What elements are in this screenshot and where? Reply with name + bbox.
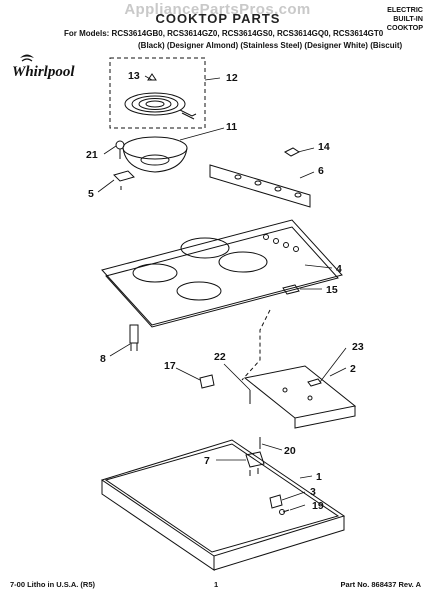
element-group-box — [109, 57, 206, 129]
footer-part-number: Part No. 868437 Rev. A — [340, 580, 421, 589]
callout-7: 7 — [204, 455, 210, 467]
callout-12: 12 — [226, 72, 238, 84]
brand-wordmark: Whirlpool — [12, 64, 75, 80]
watermark: AppliancePartsPros.com — [124, 1, 311, 18]
models-line: For Models: RCS3614GB0, RCS3614GZ0, RCS3… — [64, 29, 384, 38]
element-clip — [147, 73, 157, 81]
callout-11: 11 — [226, 121, 237, 133]
callout-15: 15 — [326, 284, 338, 296]
bracket-2 — [243, 365, 357, 429]
control-panel — [209, 164, 311, 208]
callout-14: 14 — [318, 141, 330, 153]
page-title: COOKTOP PARTS — [155, 11, 281, 26]
category-built-in: BUILT-IN — [393, 14, 423, 23]
clip-17 — [199, 374, 215, 389]
control-knob — [284, 147, 300, 157]
bracket-15 — [282, 284, 300, 295]
footer-page-number: 1 — [214, 580, 219, 589]
surface-element — [124, 92, 197, 120]
category-electric: ELECTRIC — [387, 5, 423, 14]
category-cooktop: COOKTOP — [386, 23, 423, 32]
terminal-block — [245, 451, 265, 476]
callout-23: 23 — [352, 341, 364, 353]
callout-1: 1 — [316, 471, 322, 483]
wire-path — [241, 309, 271, 381]
bracket-3 — [269, 494, 283, 509]
leveling-leg — [129, 324, 139, 351]
drip-bowl — [122, 136, 188, 173]
callout-8: 8 — [100, 353, 106, 365]
callout-21: 21 — [86, 149, 98, 161]
callout-5: 5 — [88, 188, 94, 200]
callout-6: 6 — [318, 165, 324, 177]
callout-20: 20 — [284, 445, 296, 457]
callout-3: 3 — [310, 486, 316, 498]
models-colors: (Black) (Designer Almond) (Stainless Ste… — [138, 41, 403, 50]
callout-17: 17 — [164, 360, 176, 372]
leader-lines — [97, 75, 347, 511]
cooktop-top — [101, 219, 343, 328]
callout-4: 4 — [336, 263, 342, 275]
receptacle-block — [113, 170, 135, 182]
connector-23 — [307, 378, 322, 387]
whirlpool-logo: Whirlpool — [12, 54, 75, 80]
screw-21 — [115, 140, 125, 159]
callout-13: 13 — [128, 70, 140, 82]
base-pan — [100, 439, 346, 571]
callout-2: 2 — [350, 363, 356, 375]
callout-19: 19 — [312, 500, 324, 512]
callout-22: 22 — [214, 351, 226, 363]
footer-litho: 7-00 Litho in U.S.A. (R5) — [10, 580, 96, 589]
